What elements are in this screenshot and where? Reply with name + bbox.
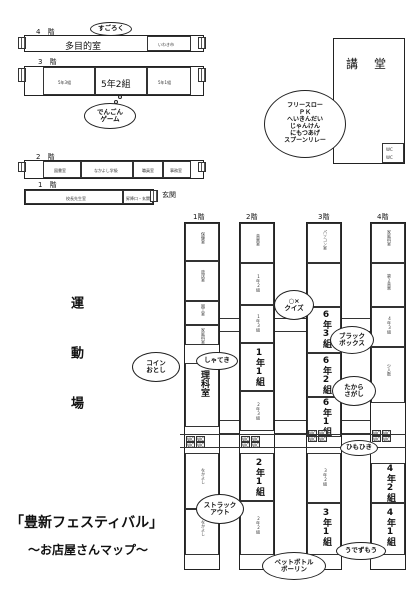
- dengon-bubble: でんごん ゲーム: [84, 103, 136, 129]
- floor-1-label: 1 階: [38, 181, 57, 189]
- floor-4-label: 4 階: [36, 28, 55, 36]
- page-title: 「豊新フェスティバル」: [10, 515, 164, 531]
- col-1f: 1階: [193, 213, 205, 221]
- floor-4-block: 多目的室 いわき市: [24, 35, 204, 52]
- room-6-3: 6年3組: [321, 310, 331, 348]
- coin-drop-bubble: コイン おとし: [132, 352, 180, 382]
- gym-label: 講 堂: [346, 57, 389, 71]
- page-subtitle: ～お店屋さんマップ～: [28, 543, 149, 557]
- shateki-bubble: しゃてき: [196, 352, 238, 370]
- entrance-label: 玄関: [162, 191, 176, 199]
- floor-3-block: 5年3組 5年2組 5年1組: [24, 66, 204, 96]
- room-3-1: 3年1組: [321, 508, 331, 546]
- room-4-2: 4年2組: [385, 464, 395, 502]
- maru-batsu-bubble: ○× クイズ: [274, 290, 314, 320]
- floor-2-block: 図書室 なかよし学級 職員室 事務室: [24, 160, 204, 179]
- arm-wrestling-bubble: うでずもう: [336, 542, 386, 560]
- playground-label: 運 動 場: [68, 296, 83, 421]
- room-4-1: 4年1組: [385, 508, 395, 546]
- black-box-bubble: ブラック ボックス: [330, 326, 374, 354]
- room-2-1: 2年1組: [254, 458, 264, 496]
- sugoroku-bubble: すごろく: [90, 22, 132, 36]
- room-multipurpose: 多目的室: [65, 42, 102, 52]
- room-6-2: 6年2組: [321, 356, 331, 394]
- floor-3-label: 3 階: [38, 58, 57, 66]
- col-2f: 2階: [246, 213, 258, 221]
- bottle-bowling-bubble: ペットボトル ボーリン: [262, 552, 326, 580]
- struck-out-bubble: ストラック アウト: [196, 494, 244, 524]
- himo-bubble: ひもひき: [340, 440, 378, 456]
- gym-games-bubble: フリースロー ＰＫ へいきんだい じゃんけん にもつあげ スプーンリレー: [264, 90, 346, 158]
- room-1-1: 1年1組: [254, 348, 264, 386]
- floor-1-block: 校長先生室 昇降口・玄関: [24, 189, 154, 205]
- building-col-4: 家庭科室 第２音楽 4年3組 少人数 4年2組 4年1組: [370, 222, 406, 570]
- room-rika: 理科室: [199, 370, 209, 397]
- treasure-hunt-bubble: たから さがし: [332, 376, 376, 406]
- floor-2-label: 2 階: [36, 153, 55, 161]
- col-4f: 4階: [377, 213, 389, 221]
- col-3f: 3階: [318, 213, 330, 221]
- room-6-1: 6年1組: [321, 398, 331, 436]
- room-5-2: 5年2組: [101, 80, 131, 90]
- gym: 講 堂 WC WC: [333, 38, 405, 164]
- building-col-2: 音楽室 1年2組 1年3組 1年1組 2年3組 2年1組 2年2組: [239, 222, 275, 570]
- room-4-small: いわき市: [147, 36, 191, 51]
